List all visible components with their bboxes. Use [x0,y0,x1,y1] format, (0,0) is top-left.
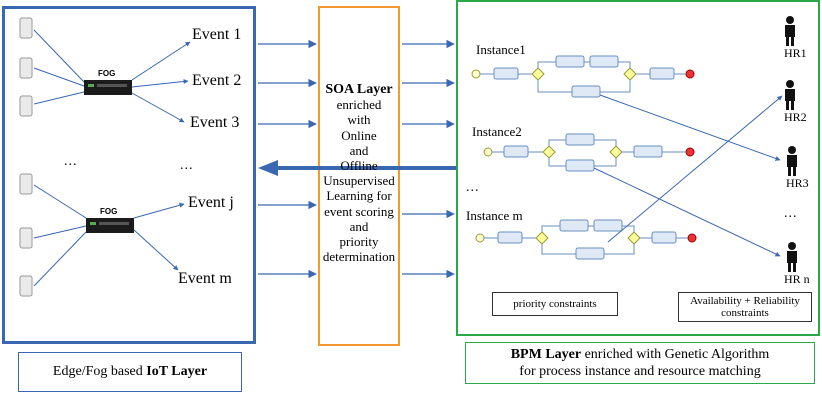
priority-constraints-box: priority constraints [492,292,618,316]
sensor-icon [19,95,33,117]
sensor-icon [19,17,33,39]
event-3-label: Event 3 [190,114,240,131]
soa-layer-text: SOA Layer enriched with Online and Offli… [320,82,398,264]
soa-line: enriched [336,97,382,113]
soa-line: and [349,142,369,158]
soa-line: Offline [340,158,378,174]
event-2-label: Event 2 [192,72,242,89]
event-1-label: Event 1 [192,26,242,43]
event-m-label: Event m [178,270,232,287]
process-instance-2 [483,133,695,172]
fog-device-bottom [86,218,134,233]
bpm-layer-box [456,0,820,336]
soa-layer-box [318,6,400,346]
soa-line: and [349,218,369,234]
instance-m-label: Instance m [466,208,523,223]
fog-label: FOG [100,207,118,216]
bpm-caption-rest: enriched with Genetic Algorithm [581,347,770,362]
instance-2-label: Instance2 [472,124,522,139]
event-ellipsis: ... [180,158,194,173]
iot-caption-bold: IoT Layer [146,364,208,379]
person-icon [785,80,795,110]
iot-layer-caption: Edge/Fog based IoT Layer [18,352,242,392]
iot-caption-prefix: Edge/Fog based [52,364,147,379]
instance-1-label: Instance1 [476,42,526,57]
instance-ellipsis: ... [466,180,480,195]
sensor-icon [19,227,33,249]
availability-constraints-box: Availability + Reliability constraints [678,292,812,322]
sensor-group-top [19,17,33,297]
sensor-ellipsis: ... [64,154,78,169]
soa-line: Learning for [326,188,392,204]
hr-n-label: HR n [784,272,810,286]
iot-layer-box [2,6,256,344]
person-icon [787,242,797,272]
soa-line: event scoring [324,203,394,219]
feedback-arrow [258,160,456,176]
hr-3-label: HR3 [786,176,809,190]
process-instance-m [475,219,697,260]
process-instance-1 [471,55,695,98]
sensor-icon [19,57,33,79]
sensor-icon [19,275,33,297]
soa-title: SOA Layer [325,82,393,97]
soa-line: priority [339,234,379,250]
hr-icons [785,16,797,272]
soa-line: Online [341,127,377,143]
event-j-label: Event j [188,194,234,211]
bpm-layer-caption: BPM Layer enriched with Genetic Algorith… [465,342,815,384]
soa-line: with [347,112,371,128]
sensor-icon [19,173,33,195]
fog-device-top [84,80,132,95]
fog-label: FOG [98,69,116,78]
bpm-caption-bold: BPM Layer [510,347,582,362]
person-icon [787,146,797,176]
person-icon [785,16,795,46]
hr-1-label: HR1 [784,46,807,60]
hr-2-label: HR2 [784,110,807,124]
soa-line: Unsupervised [323,173,395,189]
hr-ellipsis: ... [784,206,798,221]
soa-line: determination [322,249,396,265]
bpm-caption-line2: for process instance and resource matchi… [519,364,761,379]
